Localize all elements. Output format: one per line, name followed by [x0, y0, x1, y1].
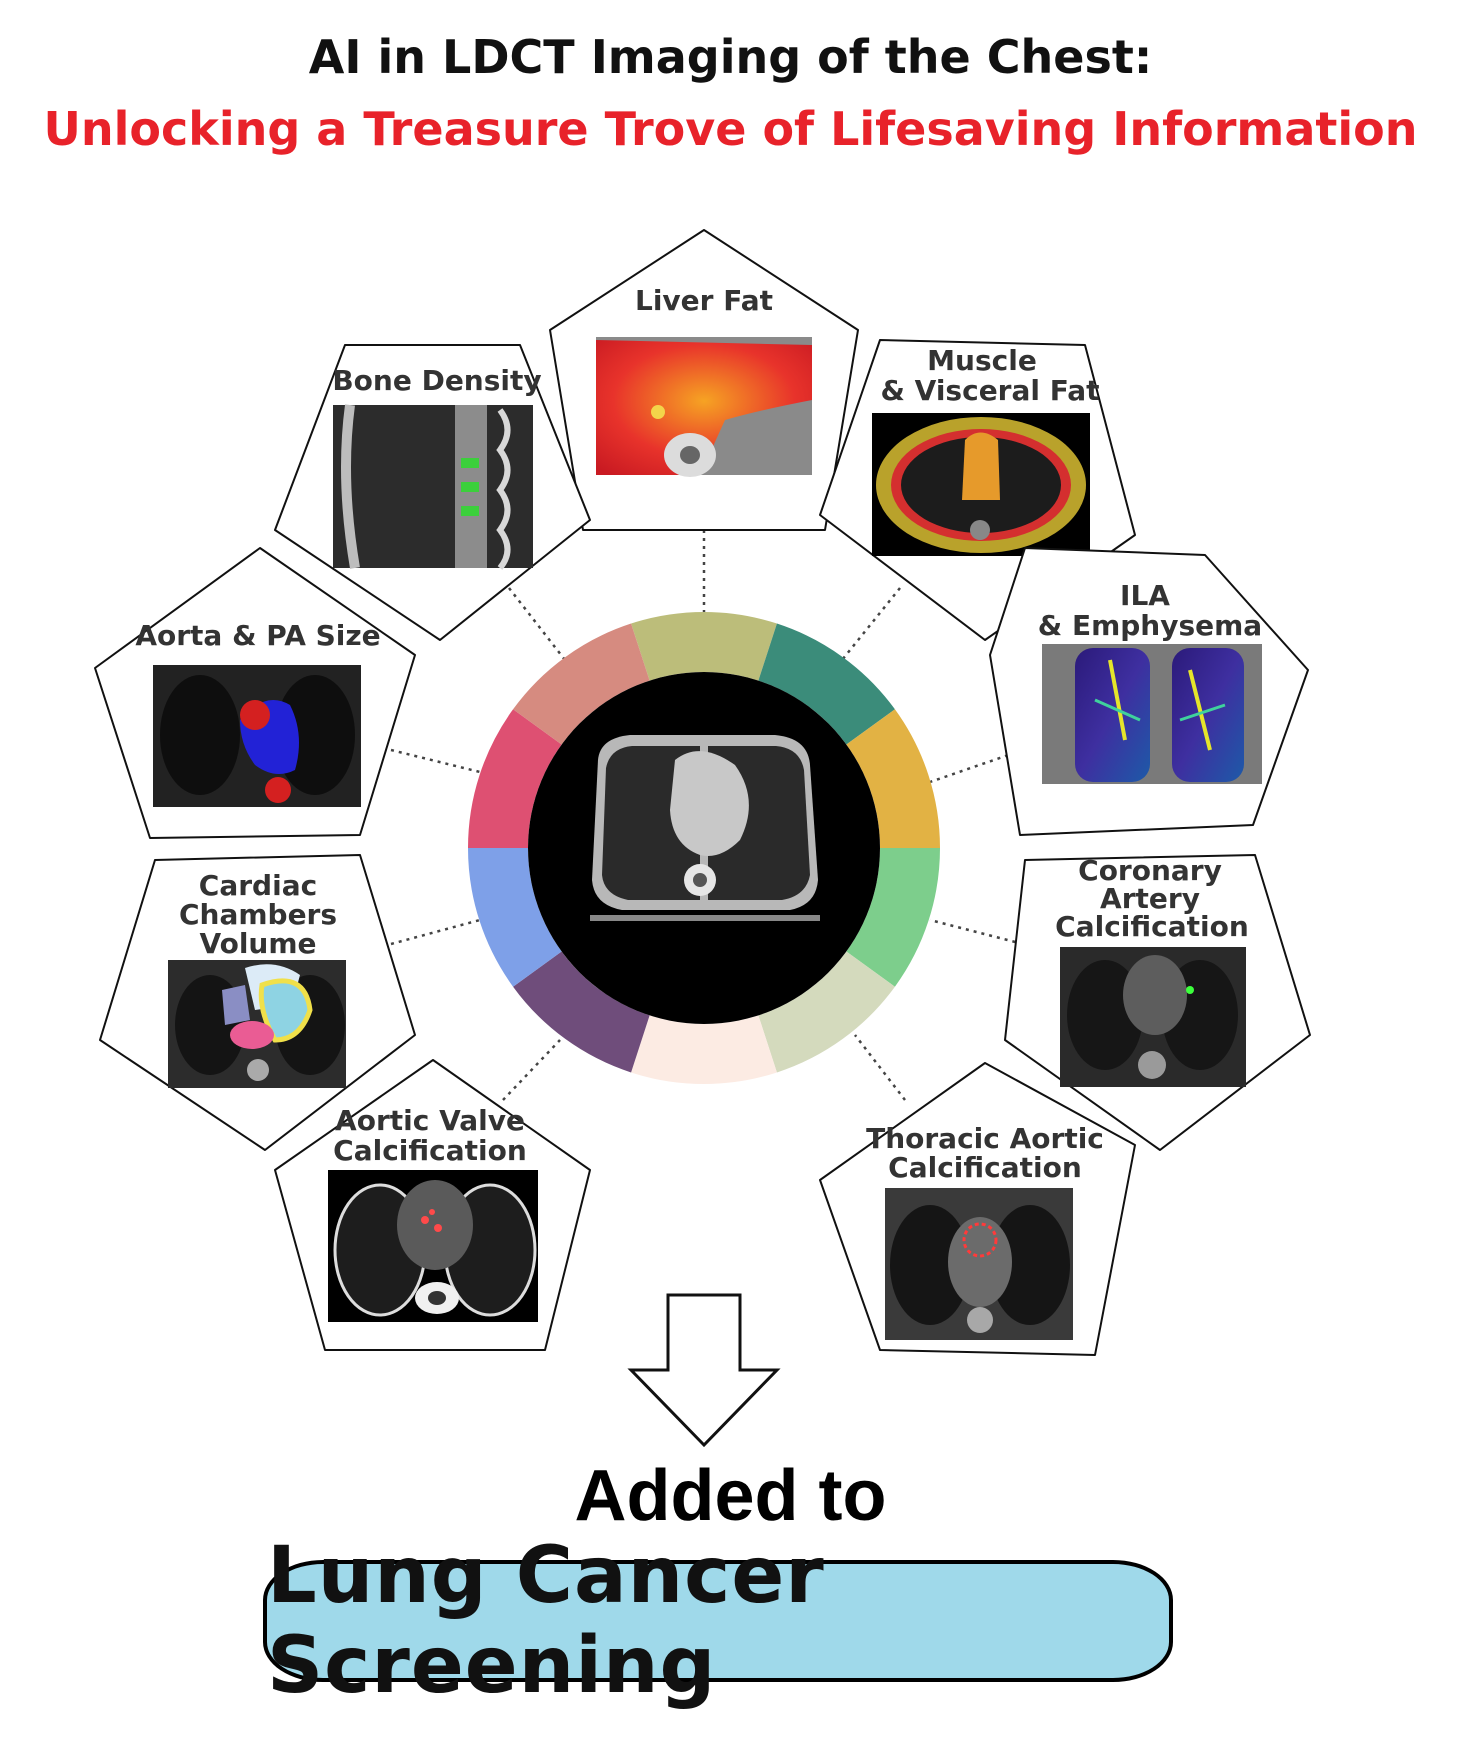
label-aorta-pa-size: Aorta & PA Size: [135, 619, 380, 652]
ila-emphysema-image: [1042, 644, 1262, 784]
label-cardiac-line-2: Chambers: [179, 898, 337, 931]
ring-segment: [631, 1015, 777, 1084]
label-liver-fat: Liver Fat: [635, 284, 773, 317]
bone-density-image: [333, 404, 533, 570]
ring-segment: [468, 848, 562, 987]
card-liver-fat: Liver Fat: [549, 229, 859, 531]
label-thoracic-line-2: Calcification: [888, 1151, 1082, 1184]
center-ring: [468, 611, 940, 1084]
ring-segment: [468, 709, 562, 848]
label-coronary-line-1: Coronary: [1078, 854, 1222, 887]
card-thoracic-aortic-calcification: Thoracic Aortic Calcification: [819, 1062, 1136, 1356]
label-muscle-line-1: Muscle: [927, 344, 1037, 377]
label-muscle-line-2: & Visceral Fat: [880, 374, 1099, 407]
card-muscle-visceral-fat: Muscle & Visceral Fat: [819, 339, 1136, 641]
cardiac-chambers-volume-image: [168, 960, 346, 1088]
card-coronary-artery-calcification: Coronary Artery Calcification: [1004, 854, 1311, 1151]
card-aortic-valve-calcification: Aortic Valve Calcification: [274, 1059, 591, 1351]
ring-segment: [513, 951, 650, 1073]
label-coronary-line-2: Artery: [1100, 882, 1200, 915]
ring-segment: [758, 951, 895, 1073]
card-ila-emphysema: ILA & Emphysema: [989, 547, 1309, 836]
label-cardiac-line-3: Volume: [199, 927, 316, 960]
connector-lines: [390, 530, 1024, 1101]
ring-segment: [758, 623, 895, 745]
thoracic-aortic-calcification-image: [885, 1188, 1073, 1340]
card-bone-density: Bone Density: [274, 344, 591, 641]
label-thoracic-line-1: Thoracic Aortic: [866, 1122, 1104, 1155]
label-ila-line-1: ILA: [1120, 579, 1170, 612]
aorta-pa-size-image: [153, 665, 361, 807]
down-arrow-icon: [627, 1293, 781, 1448]
ring-segment: [846, 709, 940, 848]
label-bone-density: Bone Density: [332, 364, 541, 397]
aortic-valve-calcification-image: [328, 1170, 538, 1322]
ring-segment: [631, 611, 777, 681]
label-aortic-valve-line-1: Aortic Valve: [335, 1104, 525, 1137]
card-aorta-pa-size: Aorta & PA Size: [94, 547, 416, 839]
added-to-text: Added to: [574, 1456, 887, 1536]
center-ct-scan-image: [590, 735, 820, 921]
ring-segment: [513, 623, 650, 745]
label-coronary-line-3: Calcification: [1055, 910, 1249, 943]
card-cardiac-chambers-volume: Cardiac Chambers Volume: [99, 854, 416, 1151]
lung-cancer-screening-text: Lung Cancer Screening: [267, 1531, 825, 1711]
lung-cancer-screening-box: Lung Cancer Screening: [263, 1531, 1173, 1711]
title-line-1: AI in LDCT Imaging of the Chest:: [308, 30, 1153, 84]
label-cardiac-line-1: Cardiac: [199, 869, 317, 902]
muscle-visceral-fat-image: [872, 413, 1090, 556]
liver-fat-image: [596, 337, 812, 477]
label-aortic-valve-line-2: Calcification: [333, 1134, 527, 1167]
label-ila-line-2: & Emphysema: [1038, 609, 1262, 642]
coronary-artery-calcification-image: [1060, 947, 1246, 1087]
title-line-2: Unlocking a Treasure Trove of Lifesaving…: [43, 102, 1418, 156]
ring-segment: [846, 848, 940, 987]
